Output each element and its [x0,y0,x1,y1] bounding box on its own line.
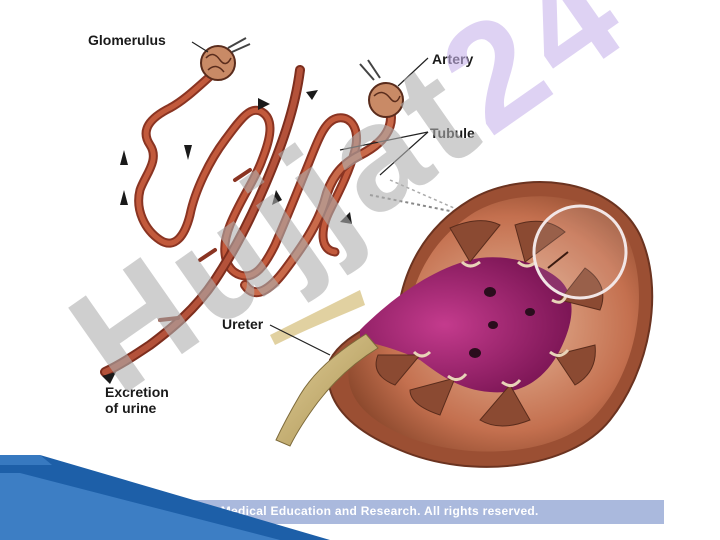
label-tubule: Tubule [430,125,475,141]
label-ureter: Ureter [222,316,264,332]
nephron-highlight-circle [532,204,628,300]
kidney [327,181,654,468]
label-excretion-line2: of urine [105,400,157,416]
renal-pyramids [375,220,604,427]
flow-arrows [102,90,352,384]
artery-structure [359,57,429,118]
calyces [412,260,570,387]
ureter [275,333,379,447]
label-excretion-line1: Excretion [105,384,169,400]
ureter-leader-line [269,324,331,356]
vessel-openings [469,287,535,358]
highlight-arrow [547,251,569,269]
tubule-leader-1 [339,131,429,151]
label-artery: Artery [432,51,474,67]
label-excretion-of-urine: Excretion of urine [105,384,169,416]
glomerulus-structure [191,37,251,81]
nephron-tubules [100,65,396,377]
ureter-upper [270,290,365,345]
tubule-leader-2 [379,131,429,176]
label-glomerulus: Glomerulus [88,32,166,48]
slide-corner-accent [0,455,330,540]
renal-pelvis [360,257,572,393]
